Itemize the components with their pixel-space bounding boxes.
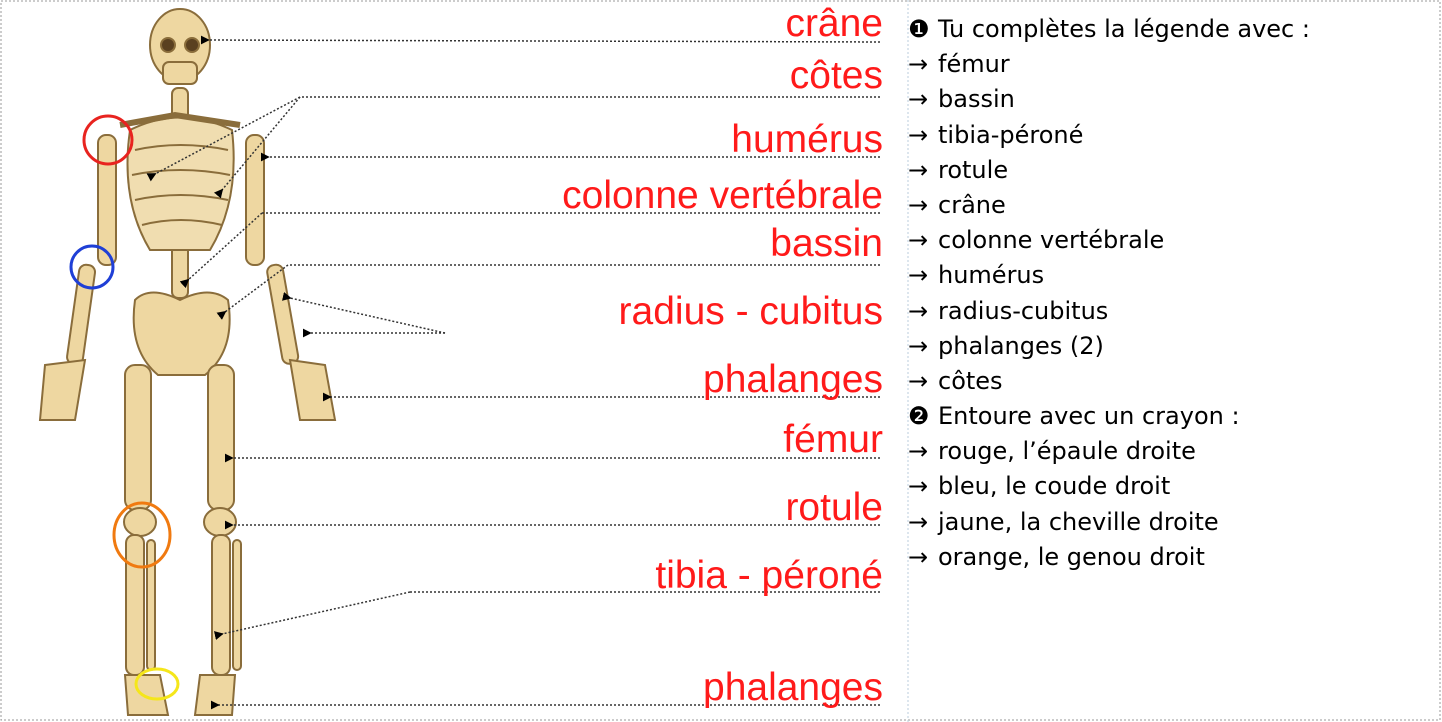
ankle-circle — [134, 667, 180, 701]
arrow-icon: → — [908, 85, 929, 114]
step2-heading: ❷ Entoure avec un crayon : — [908, 399, 1428, 434]
step1-item: →humérus — [908, 258, 1428, 293]
arrow-icon: → — [908, 296, 929, 325]
arrow-icon: → — [908, 542, 929, 571]
arrow-icon: → — [908, 331, 929, 360]
step1-item: →bassin — [908, 82, 1428, 117]
arrow-icon: → — [908, 190, 929, 219]
arrow-icon: → — [908, 50, 929, 79]
step1-item: →radius-cubitus — [908, 294, 1428, 329]
arrow-icon: → — [908, 437, 929, 466]
arrow-icon: → — [908, 366, 929, 395]
step1-title: Tu complètes la légende avec : — [938, 15, 1310, 43]
step1-item: →tibia-péroné — [908, 118, 1428, 153]
arrow-icon: → — [908, 261, 929, 290]
arrow-icon: → — [908, 507, 929, 536]
arrow-icon: → — [908, 472, 929, 501]
label-radius: radius - cubitus — [618, 290, 883, 333]
step2-bullet: ❷ — [908, 402, 930, 431]
step2-item: →bleu, le coude droit — [908, 469, 1428, 504]
arrow-icon: → — [908, 155, 929, 184]
label-phalanges-hand: phalanges — [703, 358, 883, 401]
shoulder-circle — [82, 114, 134, 166]
step1-heading: ❶ Tu complètes la légende avec : — [908, 12, 1428, 47]
step1-item: →crâne — [908, 188, 1428, 223]
arrow-icon: → — [908, 226, 929, 255]
step1-item: →colonne vertébrale — [908, 223, 1428, 258]
step1-item: →fémur — [908, 47, 1428, 82]
instructions-panel: ❶ Tu complètes la légende avec : →fémur →… — [908, 12, 1428, 575]
step2-item: →jaune, la cheville droite — [908, 505, 1428, 540]
step1-item: →rotule — [908, 153, 1428, 188]
step1-item: →côtes — [908, 364, 1428, 399]
step1-item: →phalanges (2) — [908, 329, 1428, 364]
label-tibia: tibia - péroné — [655, 554, 883, 597]
bone-labels: crâne côtes humérus colonne vertébrale b… — [440, 0, 883, 722]
label-cotes: côtes — [789, 54, 883, 97]
label-crane: crâne — [785, 2, 883, 45]
label-rotule: rotule — [785, 486, 883, 529]
step2-item: →rouge, l’épaule droite — [908, 434, 1428, 469]
label-humerus: humérus — [731, 118, 883, 161]
elbow-circle — [69, 244, 115, 290]
label-colonne: colonne vertébrale — [562, 174, 883, 217]
arrow-icon: → — [908, 120, 929, 149]
step1-bullet: ❶ — [908, 15, 930, 43]
skeleton — [38, 8, 337, 716]
step2-title: Entoure avec un crayon : — [938, 402, 1240, 431]
leader-lines — [146, 35, 881, 710]
label-bassin: bassin — [770, 222, 883, 265]
knee-circle — [112, 501, 172, 569]
label-phalanges-foot: phalanges — [703, 666, 883, 709]
label-femur: fémur — [783, 418, 883, 461]
step2-item: →orange, le genou droit — [908, 540, 1428, 575]
